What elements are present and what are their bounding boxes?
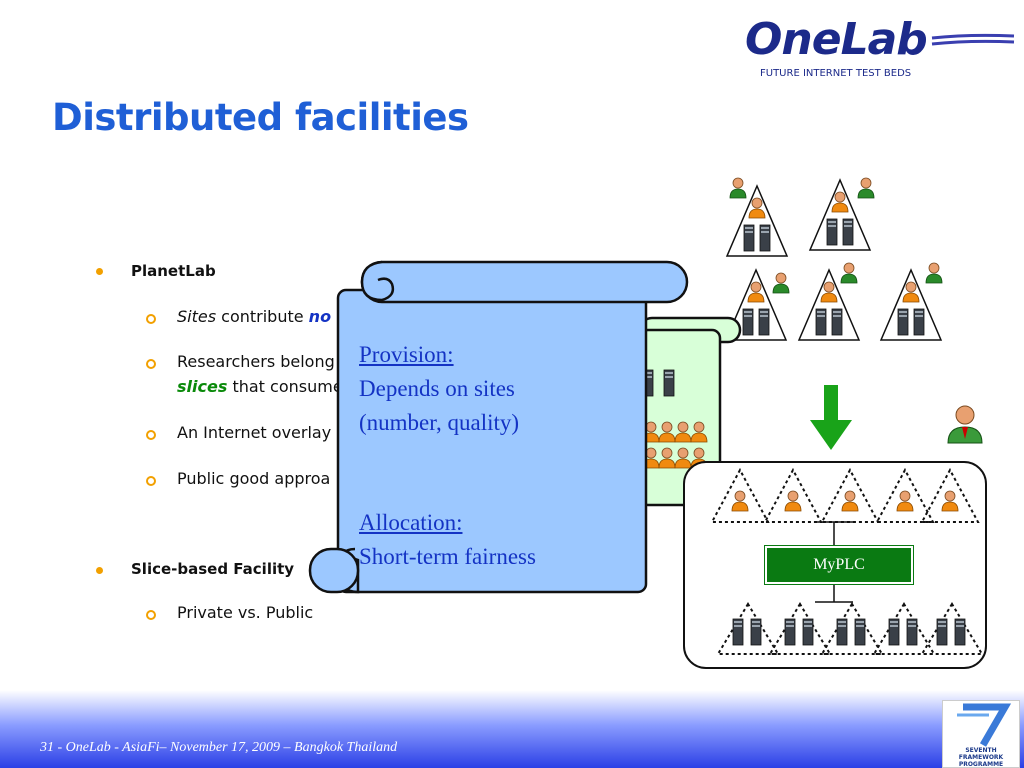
- logo-name: OneLab: [745, 14, 928, 65]
- provision-line1: Depends on sites: [359, 376, 515, 401]
- provision-title: Provision:: [359, 342, 454, 367]
- nodes-word: no: [308, 307, 332, 326]
- bullet-dot: [96, 268, 103, 275]
- bullet-overlay: An Internet overlay: [177, 423, 332, 442]
- footer-bar: [0, 690, 1024, 768]
- bullet-researchers: Researchers belong: [177, 352, 335, 371]
- myplc-box: MyPLC: [764, 545, 914, 585]
- sub-bullet-dot: [146, 314, 156, 324]
- allocation-line1: Short-term fairness: [359, 544, 536, 569]
- sub-bullet-dot: [146, 430, 156, 440]
- bullet-sites: Sites contribute no: [177, 307, 331, 326]
- researcher-icon: [729, 177, 747, 199]
- slices-word: slices: [177, 377, 228, 396]
- page-title: Distributed facilities: [52, 96, 469, 139]
- bullet-slices: slices that consume: [177, 377, 343, 396]
- sites-word: Sites: [177, 307, 217, 326]
- fp7-badge: SEVENTH FRAMEWORK PROGRAMME: [942, 700, 1020, 768]
- scroll-content: Provision: Depends on sites (number, qua…: [359, 338, 536, 574]
- logo-swoosh-icon: [931, 33, 1015, 46]
- sub-bullet-dot: [146, 476, 156, 486]
- contribute-text: contribute: [216, 307, 309, 326]
- site-row: [710, 467, 980, 523]
- fp7-line2: PROGRAMME: [958, 761, 1004, 768]
- researcher-icon: [925, 262, 943, 284]
- bullet-slice-based: Slice-based Facility: [131, 560, 295, 578]
- researcher-icon: [857, 177, 875, 199]
- arrow-down-icon: [810, 385, 852, 450]
- footer-text: 31 - OneLab - AsiaFi– November 17, 2009 …: [40, 740, 398, 755]
- allocation-title: Allocation:: [359, 510, 463, 535]
- researcher-icon: [840, 262, 858, 284]
- researcher-icon: [772, 272, 790, 294]
- logo-tagline: FUTURE INTERNET TEST BEDS: [760, 68, 912, 79]
- provision-line2: (number, quality): [359, 410, 520, 435]
- bullet-planetlab: PlanetLab: [131, 262, 216, 280]
- sub-bullet-dot: [146, 359, 156, 369]
- bullet-public-good: Public good approa: [177, 469, 331, 488]
- admin-icon: [947, 405, 983, 444]
- consume-text: that consume: [227, 377, 343, 396]
- bullet-dot: [96, 567, 103, 574]
- sub-bullet-dot: [146, 610, 156, 620]
- main-scroll: [308, 260, 689, 594]
- onelab-logo: OneLab: [745, 14, 928, 65]
- fp7-line1: SEVENTH FRAMEWORK: [958, 747, 1004, 761]
- fp7-logo-icon: [957, 703, 1012, 747]
- bullet-private-public: Private vs. Public: [177, 603, 314, 622]
